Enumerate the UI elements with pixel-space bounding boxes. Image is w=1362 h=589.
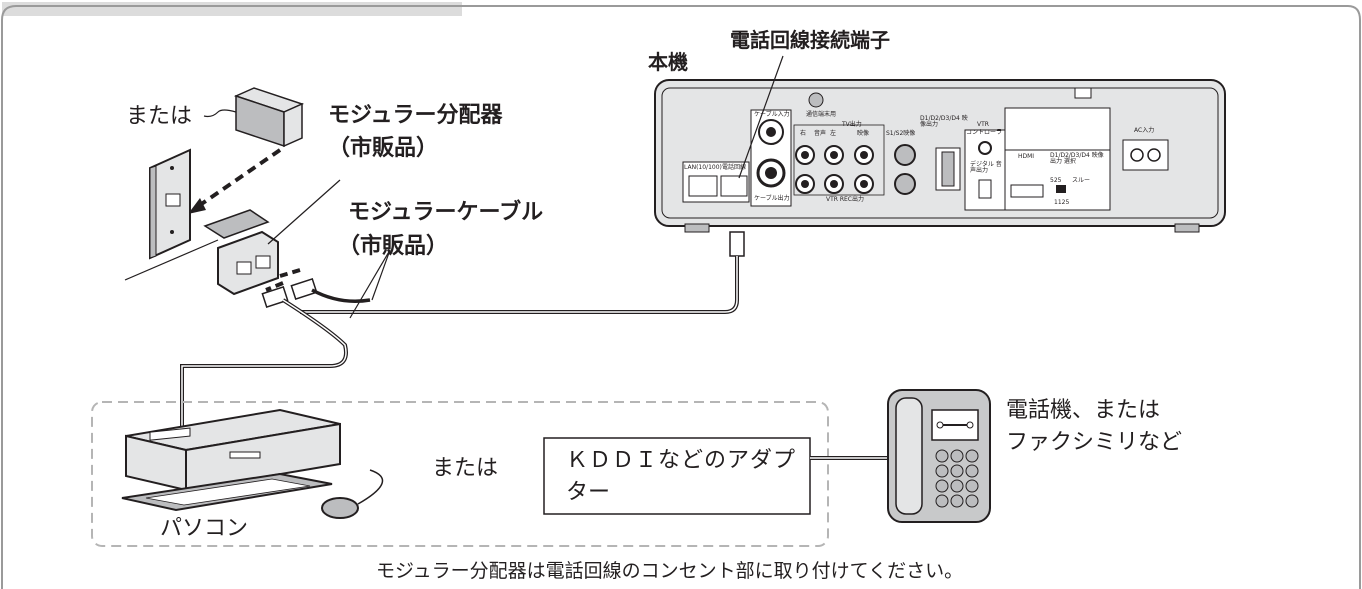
panel-through: スルー xyxy=(1072,177,1091,184)
panel-tv-out: TV出力 xyxy=(842,121,862,128)
panel-d-out: D1/D2/D3/D4 映像出力 xyxy=(920,115,968,128)
label-terminal: 電話回線接続端子 xyxy=(730,28,890,52)
panel-vtr-rec: VTR REC出力 xyxy=(826,196,864,203)
modular-splitter xyxy=(180,209,371,440)
panel-controller: コントローラ xyxy=(966,129,1003,136)
ac-adapter-alt xyxy=(203,87,305,148)
panel-s-video: S1/S2映像 xyxy=(886,130,916,137)
label-retail-1: （市販品） xyxy=(328,136,439,161)
wall-outlet xyxy=(149,148,191,260)
terminal-leader-line xyxy=(738,55,784,179)
panel-right: 右 xyxy=(800,130,807,137)
label-matawa-top: または xyxy=(126,104,193,129)
panel-tel: 電話回線 xyxy=(722,164,747,171)
label-splitter: モジュラー分配器 xyxy=(328,103,503,128)
recorder-rear-panel xyxy=(654,79,1226,233)
panel-cable-out: ケーブル出力 xyxy=(754,195,790,202)
label-kddi-1: ＫＤＤＩなどのアダプ xyxy=(566,448,797,473)
label-matawa-mid: または xyxy=(432,456,499,481)
label-kddi-2: ター xyxy=(566,480,611,505)
caption: モジュラー分配器は電話回線のコンセント部に取り付けてください。 xyxy=(376,560,964,582)
panel-lan: LAN(10/100) xyxy=(684,164,722,171)
panel-cable-in: ケーブル入力 xyxy=(754,111,790,118)
panel-d-select: D1/D2/D3/D4 映像出力 選択 xyxy=(1050,152,1104,165)
label-honki: 本機 xyxy=(648,50,688,74)
phone-cable xyxy=(300,231,745,314)
panel-ac-in: AC入力 xyxy=(1134,127,1155,134)
panel-video: 映像 xyxy=(857,130,870,137)
connection-arrows xyxy=(188,148,301,292)
panel-digital-audio: デジタル 音声出力 xyxy=(970,161,1002,174)
label-retail-2: （市販品） xyxy=(338,234,449,259)
panel-left: 左 xyxy=(830,130,837,137)
label-modular-cable: モジュラーケーブル xyxy=(348,200,544,225)
panel-vtr: VTR xyxy=(977,121,989,128)
kddi-adapter-box xyxy=(543,437,811,515)
panel-525: 525 xyxy=(1050,177,1062,184)
label-phone-2: ファクシミリなど xyxy=(1006,430,1183,455)
label-phone-1: 電話機、または xyxy=(1006,398,1161,423)
alternatives-dashed-box xyxy=(91,401,829,547)
panel-tsushin: 通信端末用 xyxy=(806,111,837,118)
panel-audio: 音声 xyxy=(814,130,827,137)
frame-tab xyxy=(2,2,462,16)
label-pc: パソコン xyxy=(160,516,249,541)
telephone xyxy=(887,389,991,523)
panel-hdmi: HDMI xyxy=(1018,153,1035,160)
personal-computer xyxy=(121,408,384,519)
panel-1125: 1125 xyxy=(1054,199,1070,206)
frame-border xyxy=(1,5,1361,589)
